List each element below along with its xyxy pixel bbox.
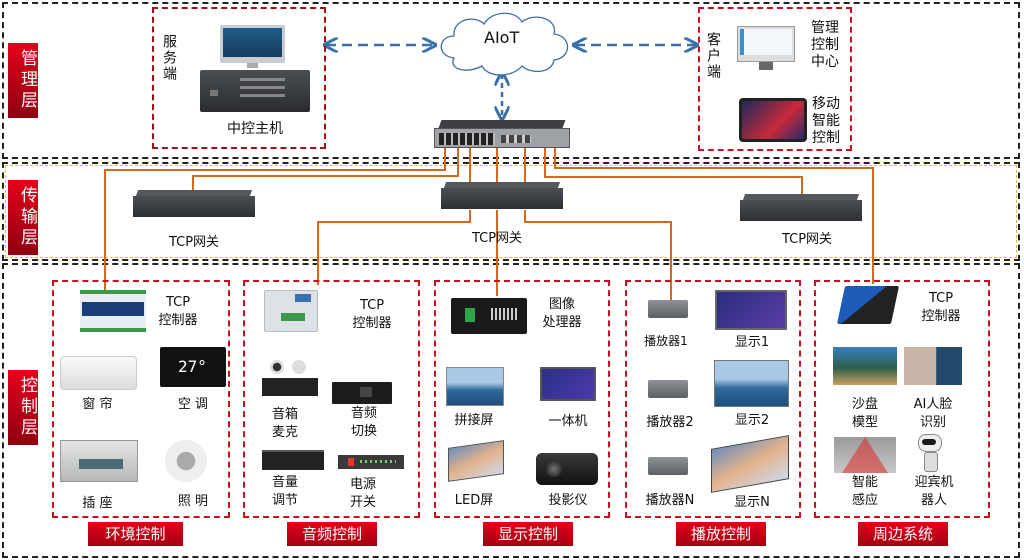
media-player-icon[interactable] [648,300,688,318]
audio-control-tag[interactable]: 音频控制 [287,522,377,546]
peripheral-item-label: 迎宾机 器人 [914,475,954,508]
playback-item-label: 播放器2 [646,415,694,430]
display-item-label: 投影仪 [548,493,588,508]
tcp-gateway-label: TCP网关 [471,231,523,246]
peripheral-item-label: 沙盘 模型 [851,397,878,430]
socket-duct-icon[interactable] [60,440,138,482]
power-sequencer-icon[interactable] [338,455,404,469]
playback-item-label: 显示1 [734,335,770,350]
server-device-label: 中控主机 [227,121,283,137]
motion-sensor-icon[interactable] [834,437,896,473]
audio-item-label: 电源 开关 [349,477,376,510]
management-center-label: 管理 控制 中心 [811,20,839,70]
audio-item-label: 音箱 麦克 [271,407,298,440]
env-controller-label: TCP 控制器 [158,295,198,328]
media-player-icon[interactable] [648,457,688,475]
playback-item-label: 显示2 [734,413,770,428]
peripheral-item-label: AI人脸 识别 [913,397,953,430]
layer-badge-management: 管理层 [8,43,38,118]
tcp-gateway-icon[interactable] [133,190,255,217]
all-in-one-icon[interactable] [540,367,596,401]
video-wall-icon[interactable] [446,367,504,406]
playback-control-group [625,280,801,518]
network-switch-icon[interactable] [434,120,570,148]
display-processor-label: 图像 处理器 [542,297,582,330]
cloud-label: AIoT [484,28,520,47]
mobile-control-label: 移动 智能 控制 [812,96,840,146]
projector-icon[interactable] [536,453,598,485]
playback-item-label: 播放器N [645,493,695,508]
face-recognition-icon[interactable] [904,347,962,385]
server-chassis-icon[interactable] [200,70,310,112]
server-group [152,7,326,149]
display-item-label: 一体机 [548,414,588,429]
audio-controller-icon[interactable] [264,290,318,332]
downlight-icon[interactable] [165,440,207,482]
layer-badge-control: 控制层 [8,370,38,445]
display-screen-icon[interactable] [715,290,787,330]
display-control-tag[interactable]: 显示控制 [483,522,573,546]
audio-item-label: 音量 调节 [271,475,298,508]
thermostat-icon[interactable]: 27° [160,347,226,387]
peripheral-system-tag[interactable]: 周边系统 [858,522,948,546]
client-side-label: 客户端 [705,32,721,80]
audio-switcher-icon[interactable] [332,382,392,404]
playback-control-tag[interactable]: 播放控制 [676,522,766,546]
tcp-gateway-label: TCP网关 [168,235,220,250]
monitor-icon[interactable] [220,25,285,70]
display-screen-icon[interactable] [714,360,789,407]
control-layer [2,263,1020,558]
tcp-controller-icon[interactable] [80,290,146,332]
display-item-label: LED屏 [454,493,494,508]
cloud-icon[interactable] [434,8,576,78]
speaker-mic-icon[interactable] [262,360,318,400]
audio-controller-label: TCP 控制器 [352,298,392,331]
env-control-tag[interactable]: 环境控制 [88,522,183,546]
layer-badge-transport: 传输层 [8,180,38,255]
peripheral-controller-icon[interactable] [836,286,900,324]
env-item-label: 窗 帘 [82,397,113,412]
env-item-label: 空 调 [177,397,209,412]
playback-item-label: 播放器1 [644,334,688,348]
reception-robot-icon[interactable] [912,434,952,472]
peripheral-item-label: 智能 感应 [851,475,878,508]
transport-layer [2,162,1020,261]
audio-item-label: 音频 切换 [350,406,377,439]
env-control-group [52,280,230,518]
image-processor-icon[interactable] [451,298,527,334]
tcp-gateway-icon[interactable] [441,182,563,209]
env-item-label: 插 座 [82,496,113,511]
playback-item-label: 显示N [734,495,770,510]
tablet-icon[interactable] [739,98,807,142]
peripheral-system-group [814,280,990,518]
env-item-label: 照 明 [177,494,209,509]
management-pc-icon[interactable] [737,26,795,76]
client-group [698,7,852,151]
volume-amp-icon[interactable] [262,450,324,470]
peripheral-controller-label: TCP 控制器 [921,291,961,324]
display-control-group [434,280,610,518]
curtain-motor-icon[interactable] [60,356,137,390]
tcp-gateway-icon[interactable] [740,194,862,221]
server-side-label: 服务端 [161,34,177,82]
display-item-label: 拼接屏 [454,413,494,428]
sand-table-icon[interactable] [833,347,897,385]
tcp-gateway-label: TCP网关 [781,232,833,247]
audio-control-group [243,280,420,518]
media-player-icon[interactable] [648,380,688,398]
management-layer [2,2,1020,159]
